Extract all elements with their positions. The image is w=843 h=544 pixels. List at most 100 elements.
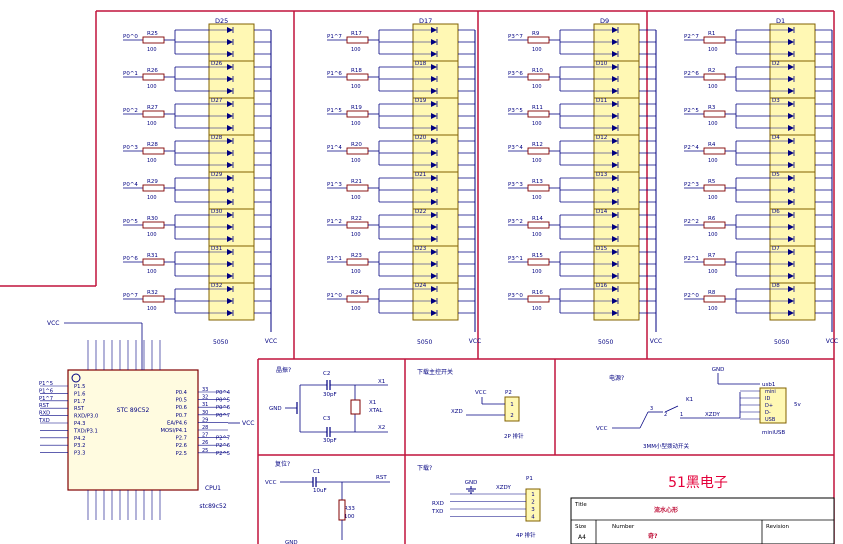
- resistor: [142, 258, 165, 266]
- net-label: P3^5: [508, 108, 523, 114]
- net-label: P3^2: [508, 219, 523, 225]
- block-label: D9: [600, 17, 609, 25]
- led-diode: [227, 199, 233, 205]
- pin-number: 1: [510, 402, 514, 408]
- resistor: [703, 258, 726, 266]
- left-pin-label: P3.2: [74, 443, 85, 449]
- led-diode: [431, 88, 437, 94]
- mcu-body: [67, 369, 199, 491]
- net-label: P2^5: [684, 108, 699, 114]
- mcu-part: STC 89C52: [117, 407, 150, 414]
- right-pin-label: EA/P4.6: [167, 420, 187, 426]
- net-label: P1^4: [327, 145, 342, 151]
- led-diode: [612, 261, 618, 267]
- net-label: X1: [378, 379, 385, 385]
- resistor-designator: R12: [532, 142, 543, 148]
- led-diode: [788, 286, 794, 292]
- vcc-label: VCC: [650, 338, 662, 345]
- resistor-designator: R24: [351, 290, 362, 296]
- left-pin-label: P3.3: [74, 451, 85, 457]
- net-label: P1^0: [327, 293, 342, 299]
- resistor-designator: R2: [708, 68, 715, 74]
- resistor: [142, 147, 165, 155]
- led-diode: [788, 212, 794, 218]
- right-net-label: P0^4: [216, 390, 231, 396]
- right-net-label: P0^5: [216, 398, 230, 404]
- left-pin-label: RXD/P3.0: [74, 414, 98, 420]
- net-label: P0^4: [123, 182, 138, 188]
- led-designator: D14: [596, 209, 608, 215]
- led-diode: [227, 236, 233, 242]
- pin-number: 28: [202, 425, 208, 431]
- switch-blade: [664, 405, 679, 413]
- designator: C3: [323, 416, 331, 422]
- led-diode: [612, 249, 618, 255]
- led-diode: [788, 199, 794, 205]
- net-label: P0^2: [123, 108, 138, 114]
- right-pin-label: P2.6: [176, 443, 187, 449]
- pin-number: 29: [202, 417, 208, 423]
- led-diode: [612, 27, 618, 33]
- designator: R33: [344, 506, 355, 512]
- title-value: 流水心形: [654, 506, 678, 514]
- net-label: P1^3: [327, 182, 342, 188]
- resistor-designator: R5: [708, 179, 716, 185]
- resistor: [346, 36, 369, 44]
- led-diode: [431, 261, 437, 267]
- resistor: [703, 36, 726, 44]
- resistor-designator: R9: [532, 31, 540, 37]
- pin-number: 1: [680, 412, 683, 418]
- led-designator: D5: [772, 172, 780, 178]
- led-diode: [431, 249, 437, 255]
- net-label: P3^4: [508, 145, 523, 151]
- designator: P2: [505, 390, 512, 396]
- led-diode: [431, 224, 437, 230]
- led-diode: [431, 310, 437, 316]
- led-diode: [431, 64, 437, 70]
- net-label: P2^6: [684, 71, 699, 77]
- resistor: [346, 221, 369, 229]
- usb-pin: D-: [765, 410, 771, 416]
- led-diode: [788, 249, 794, 255]
- left-pin-label: RST: [74, 406, 85, 412]
- left-pin-label: P4.2: [74, 436, 85, 442]
- number-value: 奇?: [648, 532, 658, 540]
- left-net-label: P1^7: [39, 396, 53, 402]
- led-diode: [227, 298, 233, 304]
- left-pin-label: TXD/P3.1: [73, 428, 98, 434]
- usb-pin: USB: [765, 417, 776, 423]
- resistor-designator: R15: [532, 253, 543, 259]
- resistor-designator: R17: [351, 31, 362, 37]
- value: 100: [344, 514, 355, 520]
- right-net-label: P2^7: [216, 436, 230, 442]
- led-diode: [612, 88, 618, 94]
- net-label: P3^1: [508, 256, 523, 262]
- usb-pin: ID: [765, 396, 770, 402]
- led-diode: [788, 76, 794, 82]
- vcc-label: VCC: [265, 480, 277, 486]
- pin-number: 4: [531, 515, 535, 521]
- resistor-designator: R31: [147, 253, 158, 259]
- led-diode: [612, 138, 618, 144]
- led-diode: [788, 187, 794, 193]
- led-diode: [612, 286, 618, 292]
- section-title: 电源?: [609, 374, 624, 382]
- net-label: TXD: [431, 509, 443, 515]
- led-diode: [431, 39, 437, 45]
- led-diode: [612, 199, 618, 205]
- led-diode: [227, 113, 233, 119]
- section-title: 复位?: [275, 460, 290, 468]
- led-diode: [431, 125, 437, 131]
- resistor: [346, 258, 369, 266]
- resistor-designator: R1: [708, 31, 715, 37]
- led-diode: [612, 76, 618, 82]
- led-diode: [431, 273, 437, 279]
- resistor-designator: R32: [147, 290, 158, 296]
- net-label: RXD: [432, 501, 444, 507]
- led-diode: [227, 125, 233, 131]
- led-diode: [788, 150, 794, 156]
- led-diode: [612, 310, 618, 316]
- led-diode: [431, 101, 437, 107]
- vcc-label: VCC: [47, 320, 59, 327]
- led-diode: [227, 212, 233, 218]
